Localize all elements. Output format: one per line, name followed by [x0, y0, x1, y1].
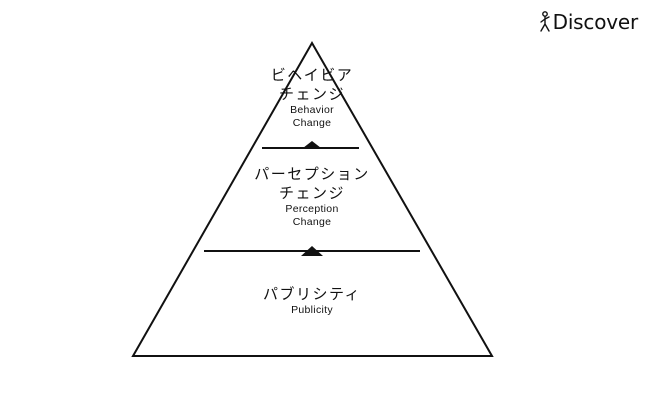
- tier-en-line2: Change: [292, 216, 332, 229]
- tier-behavior-change: ビヘイビア チェンジ Behavior Change: [0, 66, 624, 131]
- tier-perception-change: パーセプション チェンジ Perception Change: [0, 165, 624, 230]
- pyramid-outline: [131, 40, 494, 357]
- logo-text: Discover: [552, 10, 639, 34]
- tier-jp-line1: ビヘイビア: [270, 66, 354, 84]
- tier-en-line2: Change: [292, 117, 332, 130]
- tier-jp-line2: チェンジ: [278, 84, 345, 103]
- tier-en-line1: Behavior: [290, 103, 334, 116]
- tier-arrow-lower: [301, 246, 323, 256]
- tier-jp-line2: チェンジ: [278, 183, 345, 202]
- discover-figure-icon: [539, 11, 550, 32]
- discover-logo: Discover: [538, 10, 638, 34]
- tier-jp-line1: パーセプション: [254, 165, 370, 183]
- tier-arrow-upper: [303, 141, 321, 148]
- tier-jp-line1: パブリシティ: [262, 285, 362, 303]
- tier-en-line1: Perception: [285, 202, 339, 215]
- tier-en-line1: Publicity: [291, 303, 333, 316]
- tier-publicity: パブリシティ Publicity: [0, 285, 624, 317]
